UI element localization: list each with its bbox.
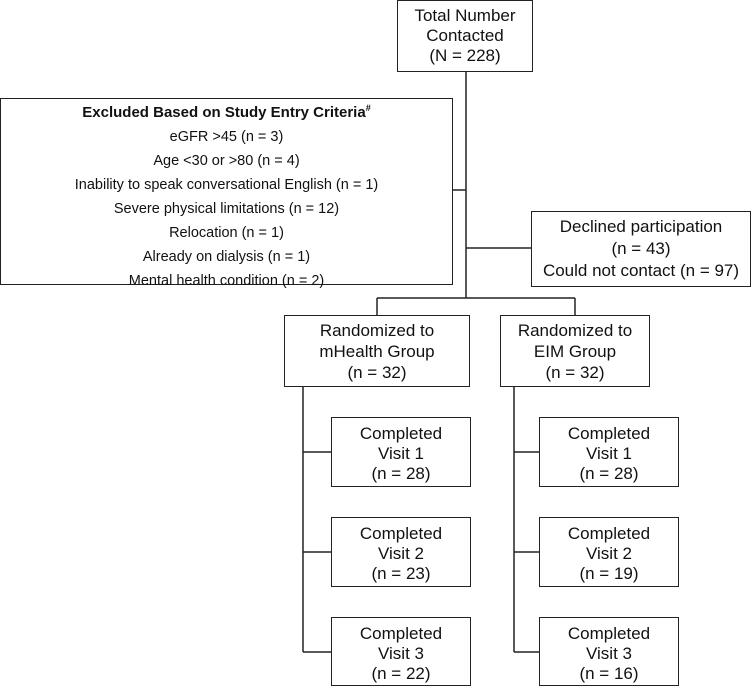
group-count: (n = 32) <box>347 363 407 382</box>
group-name: mHealth Group <box>319 342 435 361</box>
could-not-contact: Could not contact (n = 97) <box>542 261 740 280</box>
excluded-criteria-box: Excluded Based on Study Entry Criteria# … <box>0 98 453 289</box>
excluded-item: Severe physical limitations (n = 12) <box>113 201 340 217</box>
visit-label: Visit 2 <box>586 544 632 563</box>
visit-label: Visit 2 <box>378 544 424 563</box>
mhealth-visit3-box: Completed Visit 3 (n = 22) <box>331 617 471 686</box>
excluded-title: Excluded Based on Study Entry Criteria# <box>82 103 371 122</box>
group-count: (n = 32) <box>545 363 605 382</box>
excluded-item: Relocation (n = 1) <box>169 225 284 241</box>
total-count: (N = 228) <box>429 46 501 65</box>
visit-line1: Completed <box>567 524 651 543</box>
visit-line1: Completed <box>567 624 651 643</box>
excluded-item: Age <30 or >80 (n = 4) <box>153 153 300 169</box>
excluded-item: Inability to speak conversational Englis… <box>74 177 379 193</box>
excluded-item: Already on dialysis (n = 1) <box>142 249 311 265</box>
visit-count: (n = 28) <box>579 464 639 483</box>
declined-box: Declined participation (n = 43) Could no… <box>531 211 751 287</box>
visit-line1: Completed <box>359 524 443 543</box>
eim-visit1-box: Completed Visit 1 (n = 28) <box>539 417 679 487</box>
visit-label: Visit 1 <box>378 444 424 463</box>
visit-count: (n = 28) <box>371 464 431 483</box>
group-line1: Randomized to <box>319 321 435 340</box>
visit-label: Visit 1 <box>586 444 632 463</box>
visit-count: (n = 23) <box>371 564 431 583</box>
mhealth-visit2-box: Completed Visit 2 (n = 23) <box>331 517 471 587</box>
eim-visit2-box: Completed Visit 2 (n = 19) <box>539 517 679 587</box>
visit-line1: Completed <box>359 424 443 443</box>
visit-line1: Completed <box>359 624 443 643</box>
visit-label: Visit 3 <box>586 644 632 663</box>
visit-count: (n = 16) <box>579 664 639 683</box>
eim-group-box: Randomized to EIM Group (n = 32) <box>500 315 650 387</box>
visit-count: (n = 22) <box>371 664 431 683</box>
declined-count: (n = 43) <box>611 239 671 258</box>
excluded-item: eGFR >45 (n = 3) <box>169 129 284 145</box>
eim-visit3-box: Completed Visit 3 (n = 16) <box>539 617 679 686</box>
visit-count: (n = 19) <box>579 564 639 583</box>
total-line2: Contacted <box>426 26 504 45</box>
total-contacted-box: Total Number Contacted (N = 228) <box>397 0 533 72</box>
group-line1: Randomized to <box>517 321 633 340</box>
mhealth-group-box: Randomized to mHealth Group (n = 32) <box>284 315 470 387</box>
visit-line1: Completed <box>567 424 651 443</box>
declined-line1: Declined participation <box>559 217 723 236</box>
mhealth-visit1-box: Completed Visit 1 (n = 28) <box>331 417 471 487</box>
group-name: EIM Group <box>533 342 617 361</box>
total-line1: Total Number <box>414 6 516 25</box>
excluded-title-mark: # <box>365 103 371 113</box>
visit-label: Visit 3 <box>378 644 424 663</box>
excluded-item: Mental health condition (n = 2) <box>128 273 325 289</box>
